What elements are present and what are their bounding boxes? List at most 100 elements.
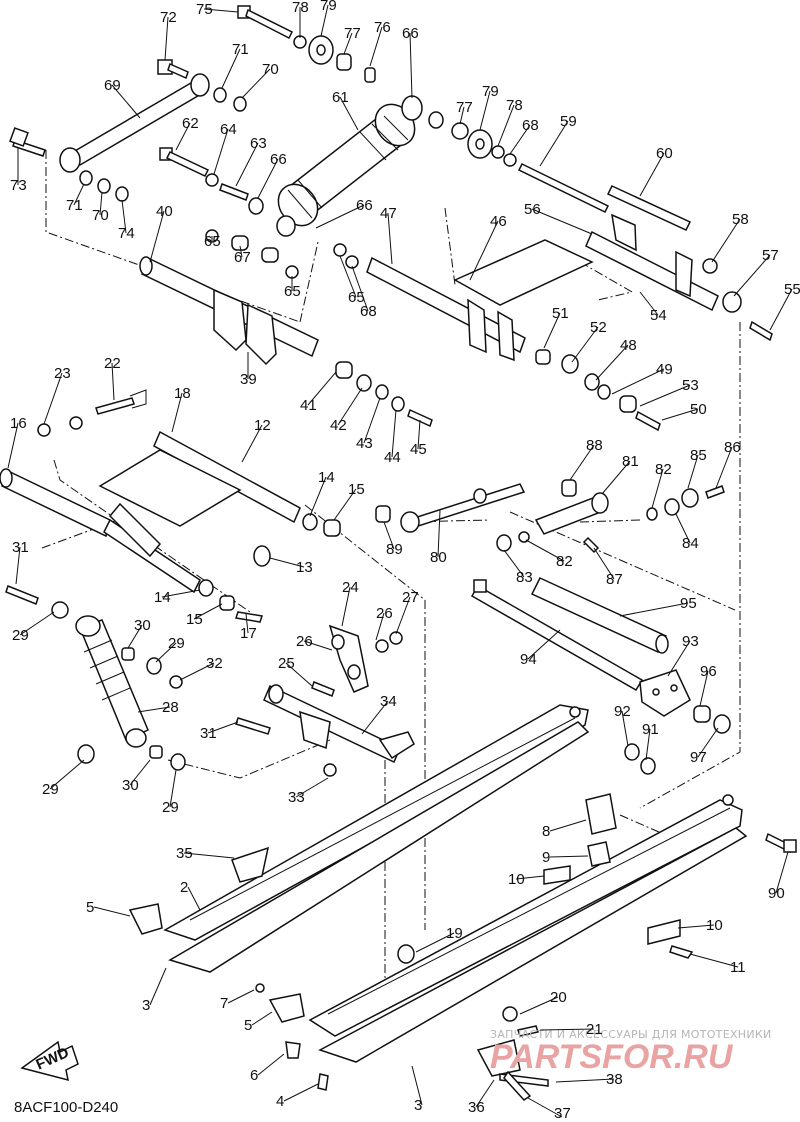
callout-leader-82 [525, 539, 565, 562]
callout-leader-19 [415, 932, 455, 953]
callout-label-8: 8 [542, 823, 550, 840]
callout-leader-18 [171, 392, 183, 433]
callout-leader-28 [137, 706, 171, 713]
callout-label-53: 53 [682, 377, 699, 394]
callout-label-86: 86 [724, 439, 741, 456]
callout-label-78: 78 [506, 97, 523, 114]
watermark: ЗАПЧАСТИ И АКСЕССУАРЫ ДЛЯ МОТОТЕХНИКИ PA… [490, 1028, 771, 1076]
callout-leader-13 [269, 557, 305, 568]
shock-absorber-28 [5, 579, 263, 771]
callout-label-63: 63 [250, 135, 267, 152]
bushings-48-53 [535, 349, 661, 432]
callout-label-26: 26 [296, 633, 313, 650]
callout-label-21: 21 [586, 1021, 603, 1038]
callout-leader-2 [187, 886, 201, 911]
callout-label-4: 4 [276, 1093, 284, 1110]
callout-leader-63 [235, 142, 259, 187]
callout-leader-29 [49, 759, 85, 790]
callout-label-75: 75 [196, 1, 213, 18]
callout-label-88: 88 [586, 437, 603, 454]
callout-label-24: 24 [342, 579, 359, 596]
callout-label-89: 89 [386, 541, 403, 558]
callout-label-96: 96 [700, 663, 717, 680]
bolt-72 [157, 59, 189, 80]
callout-label-57: 57 [762, 247, 779, 264]
callout-leader-29 [19, 611, 55, 636]
callout-leader-67 [239, 245, 243, 258]
watermark-brand: PARTSFOR.RU [490, 1038, 734, 1076]
callout-leader-11 [689, 953, 739, 968]
callout-label-67: 67 [234, 249, 251, 266]
callout-label-78: 78 [292, 0, 309, 16]
callout-leader-89 [383, 521, 395, 550]
callout-label-52: 52 [590, 319, 607, 336]
callout-leader-21 [539, 1028, 595, 1031]
callout-label-77: 77 [456, 99, 473, 116]
callout-leader-96 [699, 670, 709, 707]
callout-leader-38 [555, 1078, 615, 1083]
callout-leader-22 [111, 362, 115, 401]
callout-leader-47 [387, 212, 393, 265]
callout-leader-48 [595, 344, 629, 381]
callout-leader-51 [543, 312, 561, 349]
callout-label-5: 5 [86, 899, 94, 916]
callout-label-44: 44 [384, 449, 401, 466]
callout-label-95: 95 [680, 595, 697, 612]
callout-label-72: 72 [160, 9, 177, 26]
callout-label-7: 7 [220, 995, 228, 1012]
bolt-62-group [159, 147, 359, 279]
callout-label-79: 79 [320, 0, 337, 14]
callout-leader-37 [527, 1097, 563, 1118]
callout-label-80: 80 [430, 549, 447, 566]
callout-label-62: 62 [182, 115, 199, 132]
callout-label-27: 27 [402, 589, 419, 606]
callout-label-11: 11 [730, 959, 746, 976]
callout-label-54: 54 [650, 307, 667, 324]
callout-label-22: 22 [104, 355, 121, 372]
slide-rail-right [268, 794, 748, 1077]
callout-leader-91 [645, 728, 651, 761]
callout-leader-70 [241, 68, 271, 99]
callout-leader-36 [475, 1079, 495, 1108]
callout-leader-90 [775, 851, 789, 894]
callout-leader-64 [213, 128, 229, 175]
rail-54-group [517, 163, 773, 342]
callout-leader-17 [245, 613, 249, 634]
callout-leader-75 [203, 8, 239, 13]
callout-leader-87 [593, 547, 615, 580]
callout-leader-5 [251, 1011, 273, 1026]
bolt-73 [9, 127, 46, 157]
callout-label-70: 70 [262, 61, 279, 78]
slide-rail-left [128, 704, 590, 973]
callout-label-97: 97 [690, 749, 707, 766]
callout-leader-57 [733, 254, 771, 297]
callout-leader-88 [569, 444, 595, 481]
callout-leader-80 [437, 509, 441, 558]
callout-leader-53 [639, 384, 691, 407]
callout-label-17: 17 [240, 625, 257, 642]
callout-label-38: 38 [606, 1071, 623, 1088]
callout-label-32: 32 [206, 655, 223, 672]
callout-leader-30 [127, 624, 143, 649]
callout-leader-81 [601, 460, 631, 495]
callout-label-60: 60 [656, 145, 673, 162]
callout-leader-71 [221, 48, 241, 89]
bushings-41-45 [335, 361, 433, 428]
collar-70-71-74 [79, 87, 247, 202]
callout-label-58: 58 [732, 211, 749, 228]
callout-leader-83 [503, 549, 525, 578]
callout-label-82: 82 [655, 461, 672, 478]
callout-label-94: 94 [520, 651, 537, 668]
callout-label-15: 15 [348, 481, 365, 498]
callout-leader-6 [257, 1053, 285, 1076]
callout-label-13: 13 [296, 559, 313, 576]
callout-label-92: 92 [614, 703, 631, 720]
callout-leader-78 [497, 104, 515, 147]
callout-leader-33 [295, 777, 329, 798]
callout-label-59: 59 [560, 113, 577, 130]
callout-leader-16 [7, 422, 19, 469]
callout-label-42: 42 [330, 417, 347, 434]
callout-label-29: 29 [162, 799, 179, 816]
callout-label-37: 37 [554, 1105, 571, 1122]
